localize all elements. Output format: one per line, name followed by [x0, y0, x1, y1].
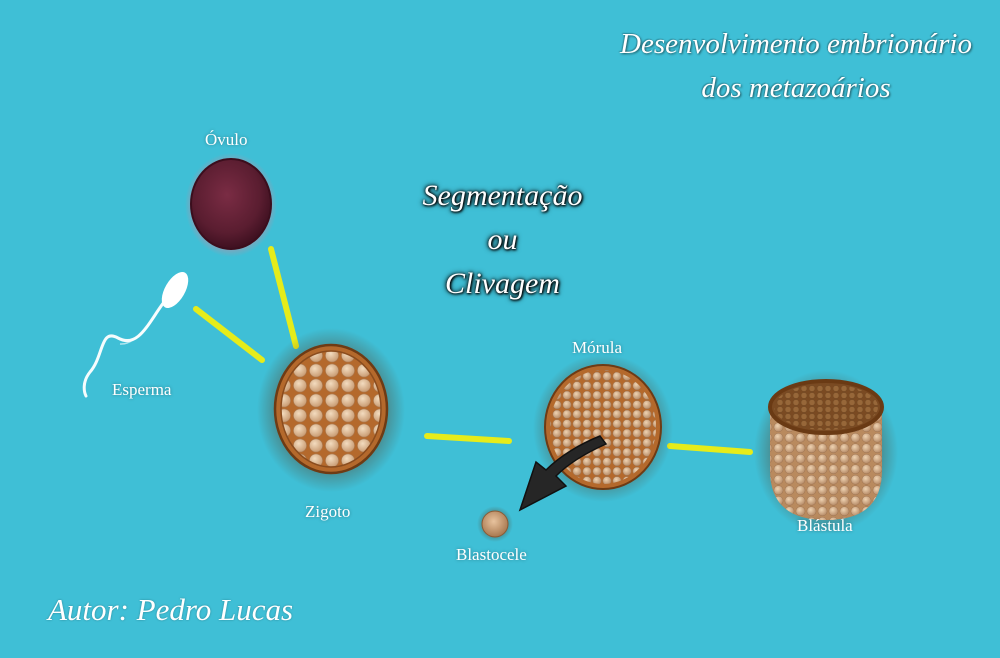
author-credit: Autor: Pedro Lucas	[48, 592, 293, 628]
label-zigoto: Zigoto	[305, 502, 350, 522]
zigoto-cell	[257, 328, 405, 492]
process-line-1: Segmentação	[380, 174, 625, 218]
connector-zigoto-morula	[427, 436, 509, 441]
ovulo-cell	[185, 153, 277, 257]
blastula-cell	[754, 370, 898, 534]
connector-morula-blastula	[670, 446, 750, 452]
label-ovulo: Óvulo	[205, 130, 248, 150]
blastocele-cell	[477, 506, 513, 542]
title-line-2: dos metazoários	[600, 66, 992, 110]
connector-ovulo-zigoto	[271, 249, 296, 346]
process-line-3: Clivagem	[380, 262, 625, 306]
process-heading: Segmentação ou Clivagem	[380, 174, 625, 306]
diagram-title: Desenvolvimento embrionário dos metazoár…	[600, 22, 992, 110]
label-esperma: Esperma	[112, 380, 171, 400]
label-morula: Mórula	[572, 338, 622, 358]
label-blastocele: Blastocele	[456, 545, 527, 565]
process-line-2: ou	[380, 218, 625, 262]
connector-esperma-zigoto	[196, 309, 262, 360]
label-blastula: Blástula	[797, 516, 853, 536]
esperma-cell	[84, 268, 193, 396]
title-line-1: Desenvolvimento embrionário	[600, 22, 992, 66]
